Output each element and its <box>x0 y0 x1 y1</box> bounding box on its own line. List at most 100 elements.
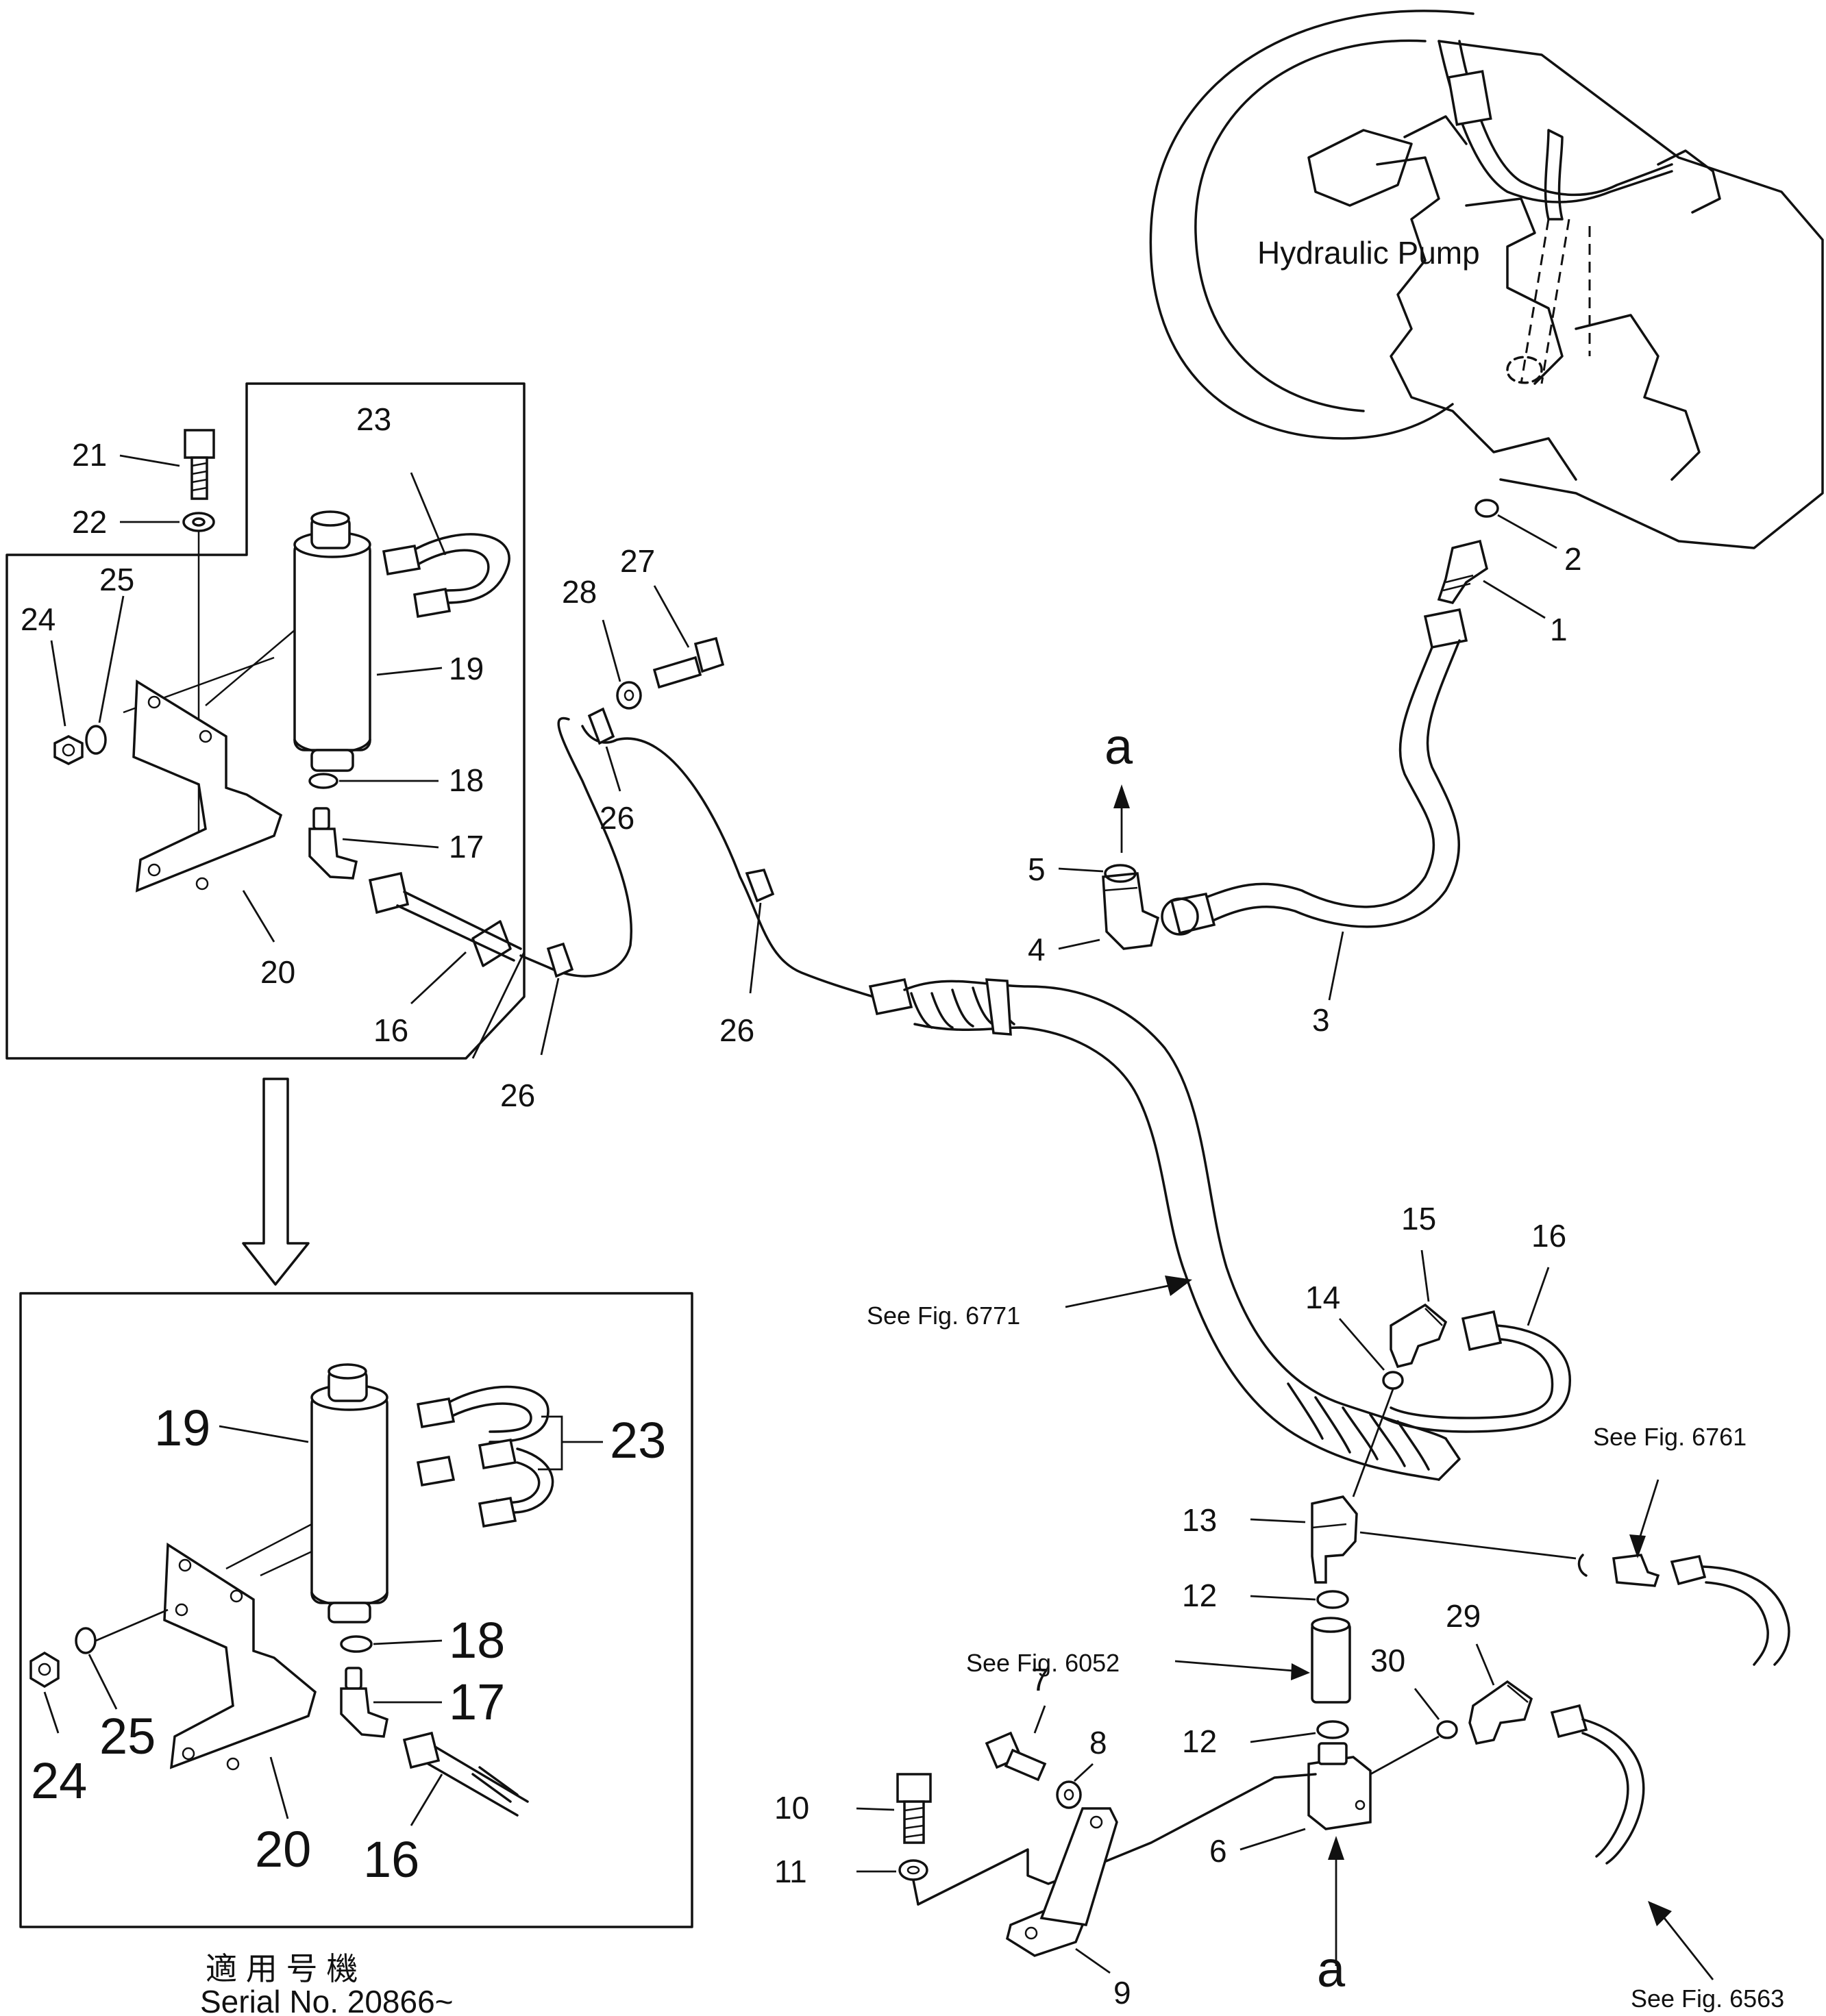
inset-bottom-callout-20: 20 <box>255 1821 311 1878</box>
inset-top-part-16-hose <box>368 871 522 967</box>
inset-top-callout-18: 18 <box>449 762 484 798</box>
part-13-elbow <box>1311 1495 1358 1584</box>
callout-12-a: 12 <box>1182 1578 1217 1613</box>
part-3-hose <box>1161 608 1468 936</box>
callout-14: 14 <box>1305 1280 1340 1315</box>
callout-4: 4 <box>1028 932 1046 967</box>
callout-2: 2 <box>1564 541 1582 577</box>
inset-bottom-callout-17: 17 <box>449 1673 505 1730</box>
part-7-bolt <box>985 1731 1047 1782</box>
part-11-washer <box>898 1859 928 1881</box>
inset-bottom-part-17-elbow <box>340 1667 389 1738</box>
part-6052-coupling <box>1311 1617 1351 1704</box>
inset-top-part-24-nut <box>53 735 84 765</box>
clamp-26-a <box>587 707 615 745</box>
arrow-a-bottom-letter: a <box>1317 1941 1346 1998</box>
serial-caption-en: Serial No. 20866~ <box>200 1984 454 2016</box>
callout-11: 11 <box>774 1854 807 1889</box>
inset-top-part-19-filter <box>293 510 371 772</box>
callout-15: 15 <box>1401 1201 1436 1236</box>
inset-top-callout-16: 16 <box>373 1012 408 1048</box>
inset-bottom-part-25-washer <box>75 1627 97 1654</box>
inset-bottom-callout-24: 24 <box>31 1752 87 1809</box>
inset-top-part-17-elbow <box>308 807 358 880</box>
part-27-bolt <box>652 636 725 689</box>
hydraulic-pump-drawing: Hydraulic Pump <box>1149 10 1824 549</box>
ref-fig-6052: See Fig. 6052 <box>966 1649 1120 1677</box>
callout-29: 29 <box>1446 1598 1481 1634</box>
inset-top-part-18-oring <box>308 773 338 789</box>
inset-bottom-part-24-nut <box>29 1651 60 1689</box>
inset-top-callout-20: 20 <box>260 954 295 990</box>
part-30-oring <box>1436 1720 1458 1739</box>
callout-6: 6 <box>1209 1833 1227 1869</box>
clamp-26-b <box>745 868 775 903</box>
hose-6563 <box>1550 1704 1645 1865</box>
callout-8: 8 <box>1089 1725 1107 1760</box>
callout-16: 16 <box>1531 1218 1566 1254</box>
ref-fig-6761: See Fig. 6761 <box>1593 1423 1747 1451</box>
inset-bottom-callout-18: 18 <box>449 1612 505 1669</box>
callout-26-b: 26 <box>719 1012 754 1048</box>
inset-top-part-22-washer <box>182 512 215 532</box>
inset-bottom-callout-23: 23 <box>610 1412 666 1469</box>
fitting-6761 <box>1577 1554 1790 1666</box>
serial-caption-jp: 適 用 号 機 <box>206 1951 358 1987</box>
part-15-elbow <box>1390 1303 1448 1369</box>
callout-7: 7 <box>1031 1662 1049 1697</box>
callout-10: 10 <box>774 1790 809 1826</box>
inset-top-part-21-bolt <box>184 429 215 500</box>
callout-1: 1 <box>1550 612 1568 647</box>
arrow-a-top-letter: a <box>1105 718 1133 775</box>
inset-top-callout-17: 17 <box>449 829 484 864</box>
callout-26-c: 26 <box>500 1078 535 1113</box>
part-8-washer <box>1056 1780 1082 1809</box>
part-16-hose <box>1383 1310 1571 1433</box>
part-28-washer <box>616 681 642 710</box>
part-4-elbow <box>1102 872 1160 950</box>
callout-27: 27 <box>620 543 655 579</box>
inset-top-callout-22: 22 <box>72 504 107 540</box>
part-1-connector <box>1437 539 1488 604</box>
inset-bottom-callout-16: 16 <box>363 1831 419 1888</box>
inset-bottom-part-16-hose <box>402 1731 529 1817</box>
inset-top-callout-21: 21 <box>72 437 107 473</box>
inset-bottom-part-20-bracket <box>163 1523 317 1771</box>
callout-13: 13 <box>1182 1502 1217 1538</box>
inset-top-part-25-washer <box>85 725 107 755</box>
inset-top-frame <box>5 382 526 1060</box>
sleeved-hose <box>868 978 1461 1481</box>
inset-top-callout-25: 25 <box>99 562 134 597</box>
ref-fig-6771: See Fig. 6771 <box>867 1302 1020 1330</box>
part-12-oring-a <box>1316 1590 1349 1609</box>
callout-12-b: 12 <box>1182 1723 1217 1759</box>
inset-bottom-part-23-utubes <box>416 1385 554 1528</box>
part-10-bolt <box>896 1773 932 1844</box>
inset-bottom-part-19-filter <box>310 1363 388 1623</box>
inset-top-callout-19: 19 <box>449 651 484 686</box>
callout-5: 5 <box>1028 851 1046 887</box>
inset-bottom-part-18-oring <box>340 1635 373 1653</box>
part-9-bracket <box>917 1773 1317 1957</box>
inset-top-callout-23: 23 <box>356 401 391 437</box>
ref-fig-6563: See Fig. 6563 <box>1631 1984 1784 2013</box>
part-12-oring-b <box>1316 1720 1349 1739</box>
callout-3: 3 <box>1312 1002 1330 1038</box>
clamp-26-c <box>546 942 574 978</box>
callout-26-a: 26 <box>600 800 634 836</box>
part-6-block <box>1307 1742 1372 1830</box>
pump-label: Hydraulic Pump <box>1257 235 1480 271</box>
transition-arrow <box>242 1078 310 1286</box>
part-29-elbow <box>1468 1680 1533 1745</box>
inset-bottom-callout-19: 19 <box>154 1399 210 1456</box>
inset-bottom-frame <box>19 1292 693 1928</box>
inset-top-part-23-utube <box>382 533 510 619</box>
callout-30: 30 <box>1370 1643 1405 1678</box>
inset-bottom-callout-25: 25 <box>99 1708 156 1765</box>
part-14-oring <box>1382 1371 1404 1390</box>
part-5-oring <box>1104 864 1137 883</box>
inset-top-callout-24: 24 <box>21 601 55 637</box>
part-2-oring <box>1475 499 1499 518</box>
callout-28: 28 <box>562 574 597 610</box>
